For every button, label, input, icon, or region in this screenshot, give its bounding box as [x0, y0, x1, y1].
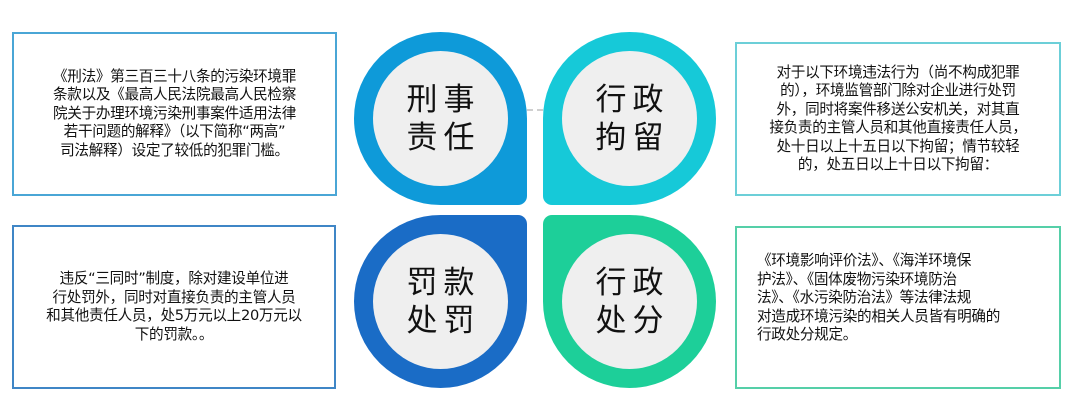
administrative-detention-petal: 行政 拘留	[543, 32, 716, 205]
fine-penalty-description: 违反“三同时”制度，除对建设单位进 行处罚外，同时对直接负责的主管人员 和其他责…	[46, 270, 302, 343]
criminal-liability-description: 《刑法》第三百三十八条的污染环境罪 条款以及《最高人民法院最高人民检察 院关于办…	[53, 67, 296, 159]
administrative-detention-description-box: 对于以下环境违法行为（尚不构成犯罪 的），环境监管部门除对企业进行处罚 外，同时…	[735, 42, 1061, 196]
fine-penalty-label: 罚款 处罚	[406, 264, 481, 339]
administrative-sanction-description-box: 《环境影响评价法》、《海洋环境保 护法》、《固体废物污染环境防治 法》、《水污染…	[735, 226, 1061, 389]
criminal-liability-description-box: 《刑法》第三百三十八条的污染环境罪 条款以及《最高人民法院最高人民检察 院关于办…	[12, 32, 337, 196]
administrative-sanction-circle: 行政 处分	[562, 234, 697, 369]
criminal-liability-petal: 刑事 责任	[354, 32, 527, 205]
administrative-sanction-label: 行政 处分	[595, 264, 670, 339]
criminal-liability-label: 刑事 责任	[406, 81, 481, 156]
administrative-detention-label: 行政 拘留	[595, 81, 670, 156]
fine-penalty-petal: 罚款 处罚	[354, 215, 527, 388]
fine-penalty-circle: 罚款 处罚	[373, 234, 508, 369]
administrative-detention-description: 对于以下环境违法行为（尚不构成犯罪 的），环境监管部门除对企业进行处罚 外，同时…	[769, 63, 1027, 174]
dashed-connector	[527, 109, 543, 111]
administrative-sanction-petal: 行政 处分	[543, 215, 716, 388]
fine-penalty-description-box: 违反“三同时”制度，除对建设单位进 行处罚外，同时对直接负责的主管人员 和其他责…	[12, 225, 336, 389]
administrative-sanction-description: 《环境影响评价法》、《海洋环境保 护法》、《固体废物污染环境防治 法》、《水污染…	[757, 252, 1000, 344]
administrative-detention-circle: 行政 拘留	[562, 51, 697, 186]
criminal-liability-circle: 刑事 责任	[373, 51, 508, 186]
